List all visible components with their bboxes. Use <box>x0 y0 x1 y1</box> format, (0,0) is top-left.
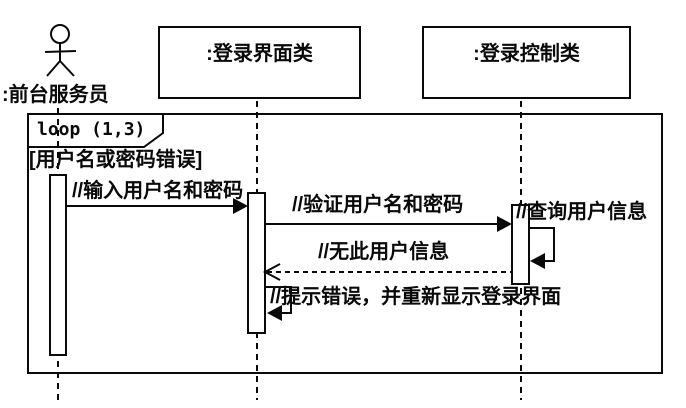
actor-right-leg <box>59 60 75 77</box>
login-controller-activation-bar <box>511 204 530 285</box>
message-3-label: //查询用户信息 <box>516 201 648 223</box>
loop-operator-label: loop (1,3) <box>37 119 146 140</box>
message-3-self-line <box>529 227 555 262</box>
message-1-label: //输入用户名和密码 <box>72 180 244 202</box>
actor-stick-figure <box>44 24 77 77</box>
object-label-login-ui: :登录界面类 <box>206 43 313 65</box>
message-1-arrowhead <box>233 198 248 214</box>
message-2-label: //验证用户名和密码 <box>292 194 464 216</box>
message-3-arrowhead <box>530 253 545 269</box>
message-5-self-line <box>265 286 292 314</box>
actor-left-leg <box>46 60 61 77</box>
message-5-label: //提示错误，并重新显示登录界面 <box>270 286 562 308</box>
actor-label: :前台服务员 <box>2 84 109 106</box>
loop-guard-condition: [用户名或密码错误] <box>29 149 203 171</box>
actor-arms <box>44 50 77 53</box>
object-box-login-controller: :登录控制类 <box>422 26 631 99</box>
actor-head <box>50 24 70 44</box>
object-label-login-controller: :登录控制类 <box>473 43 580 65</box>
message-4-open-arrowhead <box>262 263 281 281</box>
message-5-arrowhead <box>267 305 282 321</box>
login-ui-activation-bar <box>247 192 266 334</box>
loop-operator-pentagon <box>27 113 164 148</box>
message-2-arrowhead <box>497 216 512 232</box>
actor-activation-bar <box>49 174 67 356</box>
loop-fragment-frame <box>27 113 663 374</box>
object-box-login-ui: :登录界面类 <box>158 26 361 99</box>
message-4-label: //无此用户信息 <box>318 241 450 263</box>
